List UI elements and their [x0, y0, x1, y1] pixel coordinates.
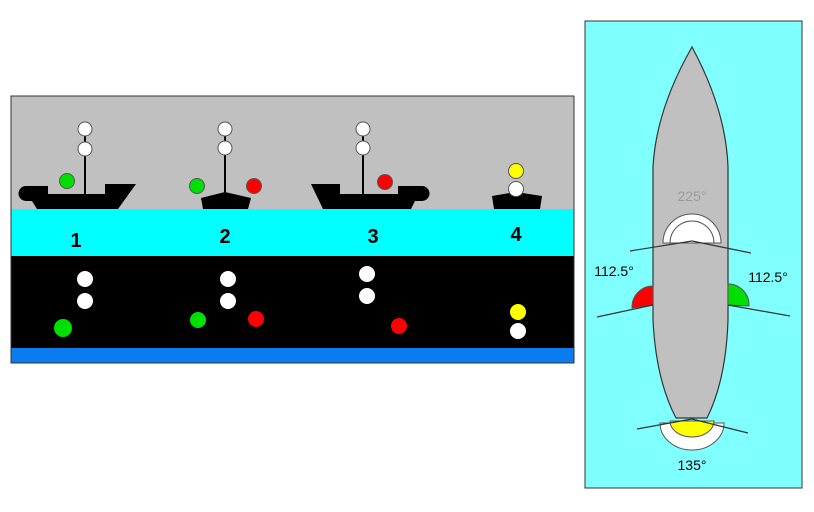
port-light: [377, 174, 393, 190]
yellow-light: [508, 163, 524, 179]
vessel-lights-panel: 1 2 3 4: [10, 95, 575, 364]
vessel-3: [311, 121, 430, 209]
starboard-light: [59, 173, 75, 189]
vessel-number: 1: [70, 230, 81, 252]
masthead-light: [355, 140, 371, 156]
masthead-sector: [629, 213, 752, 254]
masthead-light: [217, 140, 233, 156]
masthead-light: [355, 121, 371, 137]
panel-border: [10, 95, 575, 364]
port-sector: [596, 285, 654, 318]
night-white-light: [359, 288, 375, 304]
night-yellow-light: [510, 304, 526, 320]
masthead-light: [77, 141, 93, 157]
stern-sector: [636, 418, 749, 451]
masthead-sector-label: 225°: [678, 188, 707, 204]
masthead-light: [77, 121, 93, 137]
masthead-light: [217, 121, 233, 137]
vessel-1-hull: [18, 184, 137, 209]
stern-sector-label: 135°: [678, 457, 707, 473]
vessel-2: [189, 121, 262, 209]
vessel-number: 2: [219, 226, 230, 248]
night-green-light: [54, 319, 72, 337]
vessel-number: 3: [367, 226, 378, 248]
starboard-light: [189, 178, 205, 194]
vessel-3-hull: [311, 184, 430, 209]
vessel-4-hull: [492, 192, 542, 209]
port-sector-label: 112.5°: [594, 263, 634, 279]
sea-band: [11, 348, 574, 363]
night-white-light: [220, 271, 236, 287]
water-band: [11, 209, 574, 256]
night-lights: [54, 266, 526, 339]
night-red-light: [248, 311, 264, 327]
starboard-sector: [727, 283, 791, 317]
night-view-band: [11, 256, 574, 348]
sky-band: [11, 96, 574, 209]
night-white-light: [220, 293, 236, 309]
night-white-light: [510, 323, 526, 339]
starboard-sector-label: 112.5°: [748, 269, 788, 285]
night-white-light: [359, 266, 375, 282]
vessel-2-hull: [201, 192, 251, 209]
port-light: [246, 178, 262, 194]
vessel-4: [492, 163, 542, 209]
vessel-number: 4: [510, 224, 522, 246]
vessel-1: [18, 121, 137, 209]
night-green-light: [190, 312, 206, 328]
night-white-light: [77, 271, 93, 287]
stern-light: [508, 181, 524, 197]
night-white-light: [77, 293, 93, 309]
night-red-light: [391, 318, 407, 334]
light-sectors-panel: 225° 112.5° 112.5° 135°: [584, 20, 803, 489]
